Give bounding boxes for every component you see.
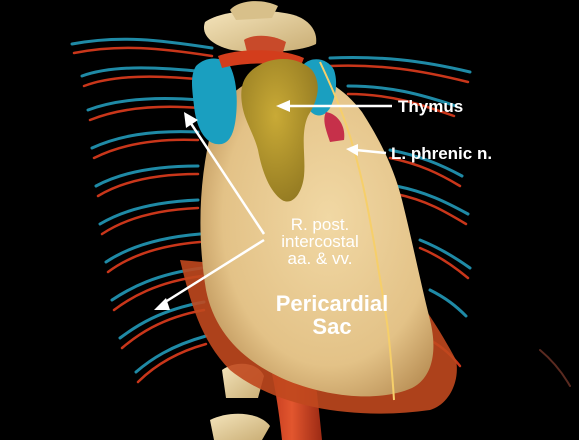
phrenic-nerve bbox=[319, 61, 395, 401]
phrenic-nerve-label: L. phrenic n. bbox=[391, 144, 493, 163]
right-intercostal-vessels bbox=[328, 56, 571, 387]
thymus-label: Thymus bbox=[398, 97, 464, 116]
pericardial-label-line1: Pericardial bbox=[275, 291, 389, 316]
thymus bbox=[241, 58, 318, 202]
pericardial-sac-label: Pericardial Sac bbox=[262, 292, 402, 338]
pericardial-label-line2: Sac bbox=[312, 314, 352, 340]
intercostal-arrow-lower bbox=[161, 238, 265, 306]
intercostal-arrowhead-upper bbox=[184, 112, 198, 128]
left-intercostal-vessels bbox=[70, 37, 214, 384]
pointer-arrows bbox=[154, 100, 392, 310]
pericardiophrenic-vessel bbox=[324, 112, 345, 142]
phrenic-arrow bbox=[355, 148, 387, 155]
intercostal-label-line3: aa. & vv. bbox=[287, 249, 353, 268]
vertebral-column bbox=[203, 1, 317, 440]
intercostal-label: R. post. intercostal aa. & vv. bbox=[262, 216, 378, 267]
intercostal-label-line2: intercostal bbox=[281, 232, 359, 251]
thymus-arrowhead bbox=[276, 100, 290, 112]
intercostal-arrow-upper bbox=[188, 121, 266, 235]
intercostal-label-line1: R. post. bbox=[290, 215, 350, 234]
brachiocephalic-vein-right bbox=[192, 58, 237, 145]
phrenic-arrowhead bbox=[346, 144, 358, 156]
intercostal-arrowhead-lower bbox=[154, 298, 170, 310]
